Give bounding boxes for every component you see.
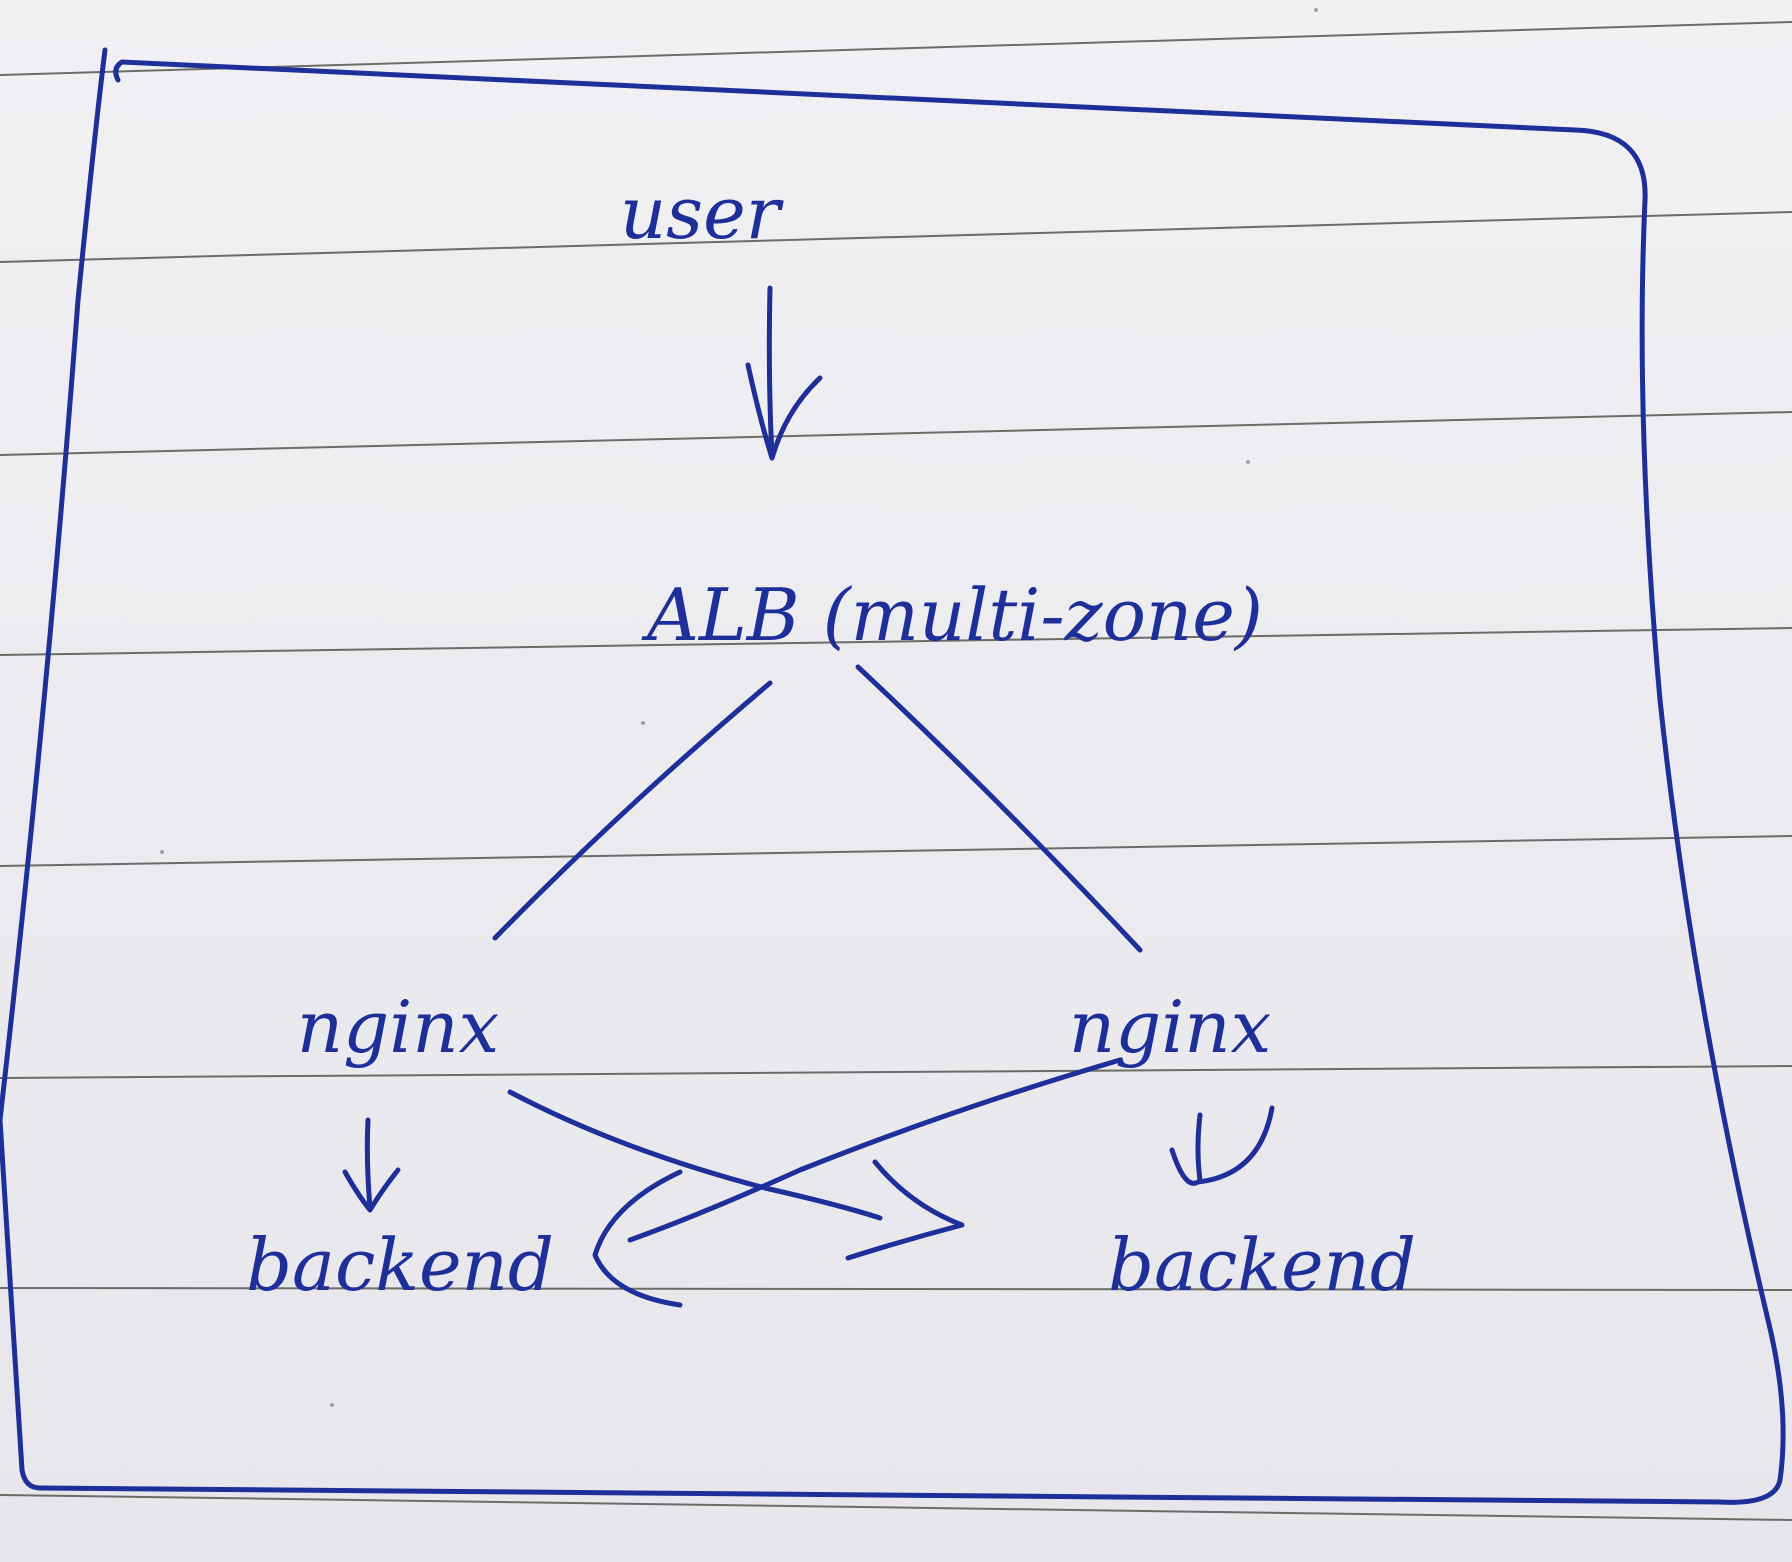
rule-line	[0, 1494, 1792, 1521]
paper-specks	[160, 8, 1318, 1407]
rule-line	[0, 627, 1792, 656]
arrow-user-to-alb	[745, 285, 823, 461]
backend-left-node-label: backend	[246, 1223, 554, 1307]
rule-line	[0, 1065, 1792, 1079]
arrow-nginx-left-to-backend-right	[507, 1089, 965, 1261]
nginx-right-node-label: nginx	[1069, 985, 1271, 1069]
line-alb-to-nginx-left	[492, 680, 773, 941]
arrow-nginx-right-to-backend-right	[1169, 1105, 1275, 1186]
rule-line	[0, 1287, 1792, 1291]
line-alb-to-nginx-right	[855, 664, 1143, 953]
ruled-lines	[0, 21, 1792, 1521]
nginx-left-node-label: nginx	[297, 985, 499, 1069]
arrow-nginx-left-to-backend-left	[342, 1117, 401, 1213]
user-node-label: user	[620, 171, 784, 255]
rule-line	[0, 835, 1792, 867]
rule-line	[0, 211, 1792, 263]
rule-line	[0, 21, 1792, 76]
backend-right-node-label: backend	[1108, 1223, 1416, 1307]
outer-frame	[0, 47, 1786, 1505]
alb-node-label: ALB (multi-zone)	[641, 573, 1263, 657]
arrow-nginx-right-to-backend-left	[592, 1057, 1123, 1308]
rule-line	[0, 411, 1792, 456]
